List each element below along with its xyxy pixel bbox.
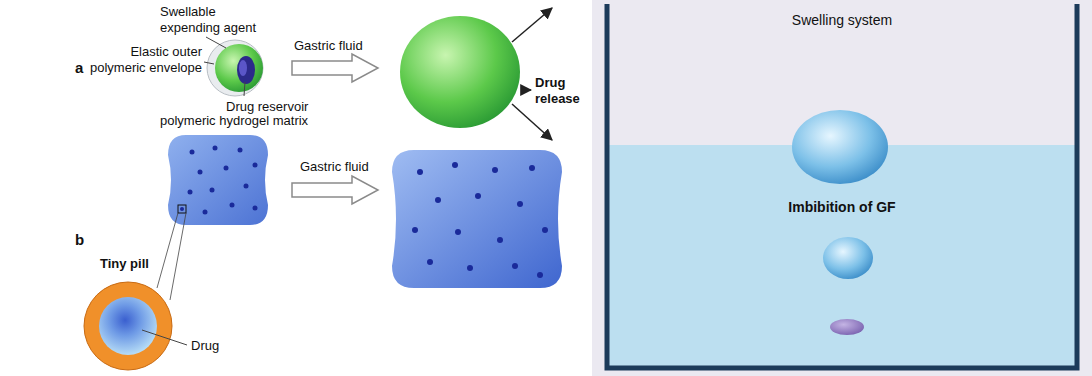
swollen-system <box>792 110 888 184</box>
drug-dots <box>412 162 548 278</box>
release-arrow <box>512 8 552 42</box>
release-arrow <box>521 89 531 91</box>
part-label: Tiny pill <box>100 256 149 272</box>
small-swellable-device <box>207 40 263 96</box>
part-label: polymeric hydrogel matrix <box>160 113 308 129</box>
arrow-label: Gastric fluid <box>300 159 369 175</box>
leader-line <box>142 330 187 345</box>
swelling-system <box>823 237 873 279</box>
panel-ground <box>592 0 1092 376</box>
zoom-marker <box>178 205 186 213</box>
leader-line <box>244 82 245 96</box>
leader-line <box>204 62 214 64</box>
process-label: Drug release <box>535 75 589 107</box>
arrow-label: Gastric fluid <box>294 38 363 54</box>
tiny-pill <box>84 282 172 370</box>
swollen-hydrogel-matrix <box>392 150 562 288</box>
drug-dots <box>188 146 258 215</box>
panel-letter: a <box>75 60 83 76</box>
hydrogel-matrix <box>168 135 268 225</box>
panel-title: Swelling system <box>592 12 1092 29</box>
part-label: Drug <box>191 338 219 354</box>
part-label: Elastic outer polymeric envelope <box>80 44 202 76</box>
block-arrow <box>292 54 378 82</box>
part-label: Drug reservoir <box>226 99 308 115</box>
beaker <box>607 4 1077 368</box>
beaker-region: Swelling systemImbibition of GF <box>592 0 1092 376</box>
process-label: Imbibition of GF <box>592 199 1092 216</box>
zoom-line <box>157 213 178 288</box>
release-arrow <box>512 104 552 140</box>
swollen-device <box>400 16 520 128</box>
zoom-line <box>170 213 186 300</box>
block-arrow <box>292 176 378 204</box>
dry-system <box>830 319 864 335</box>
part-label: Swellable expending agent <box>160 4 268 36</box>
panel-letter: b <box>75 232 84 248</box>
leader-line <box>206 37 226 48</box>
